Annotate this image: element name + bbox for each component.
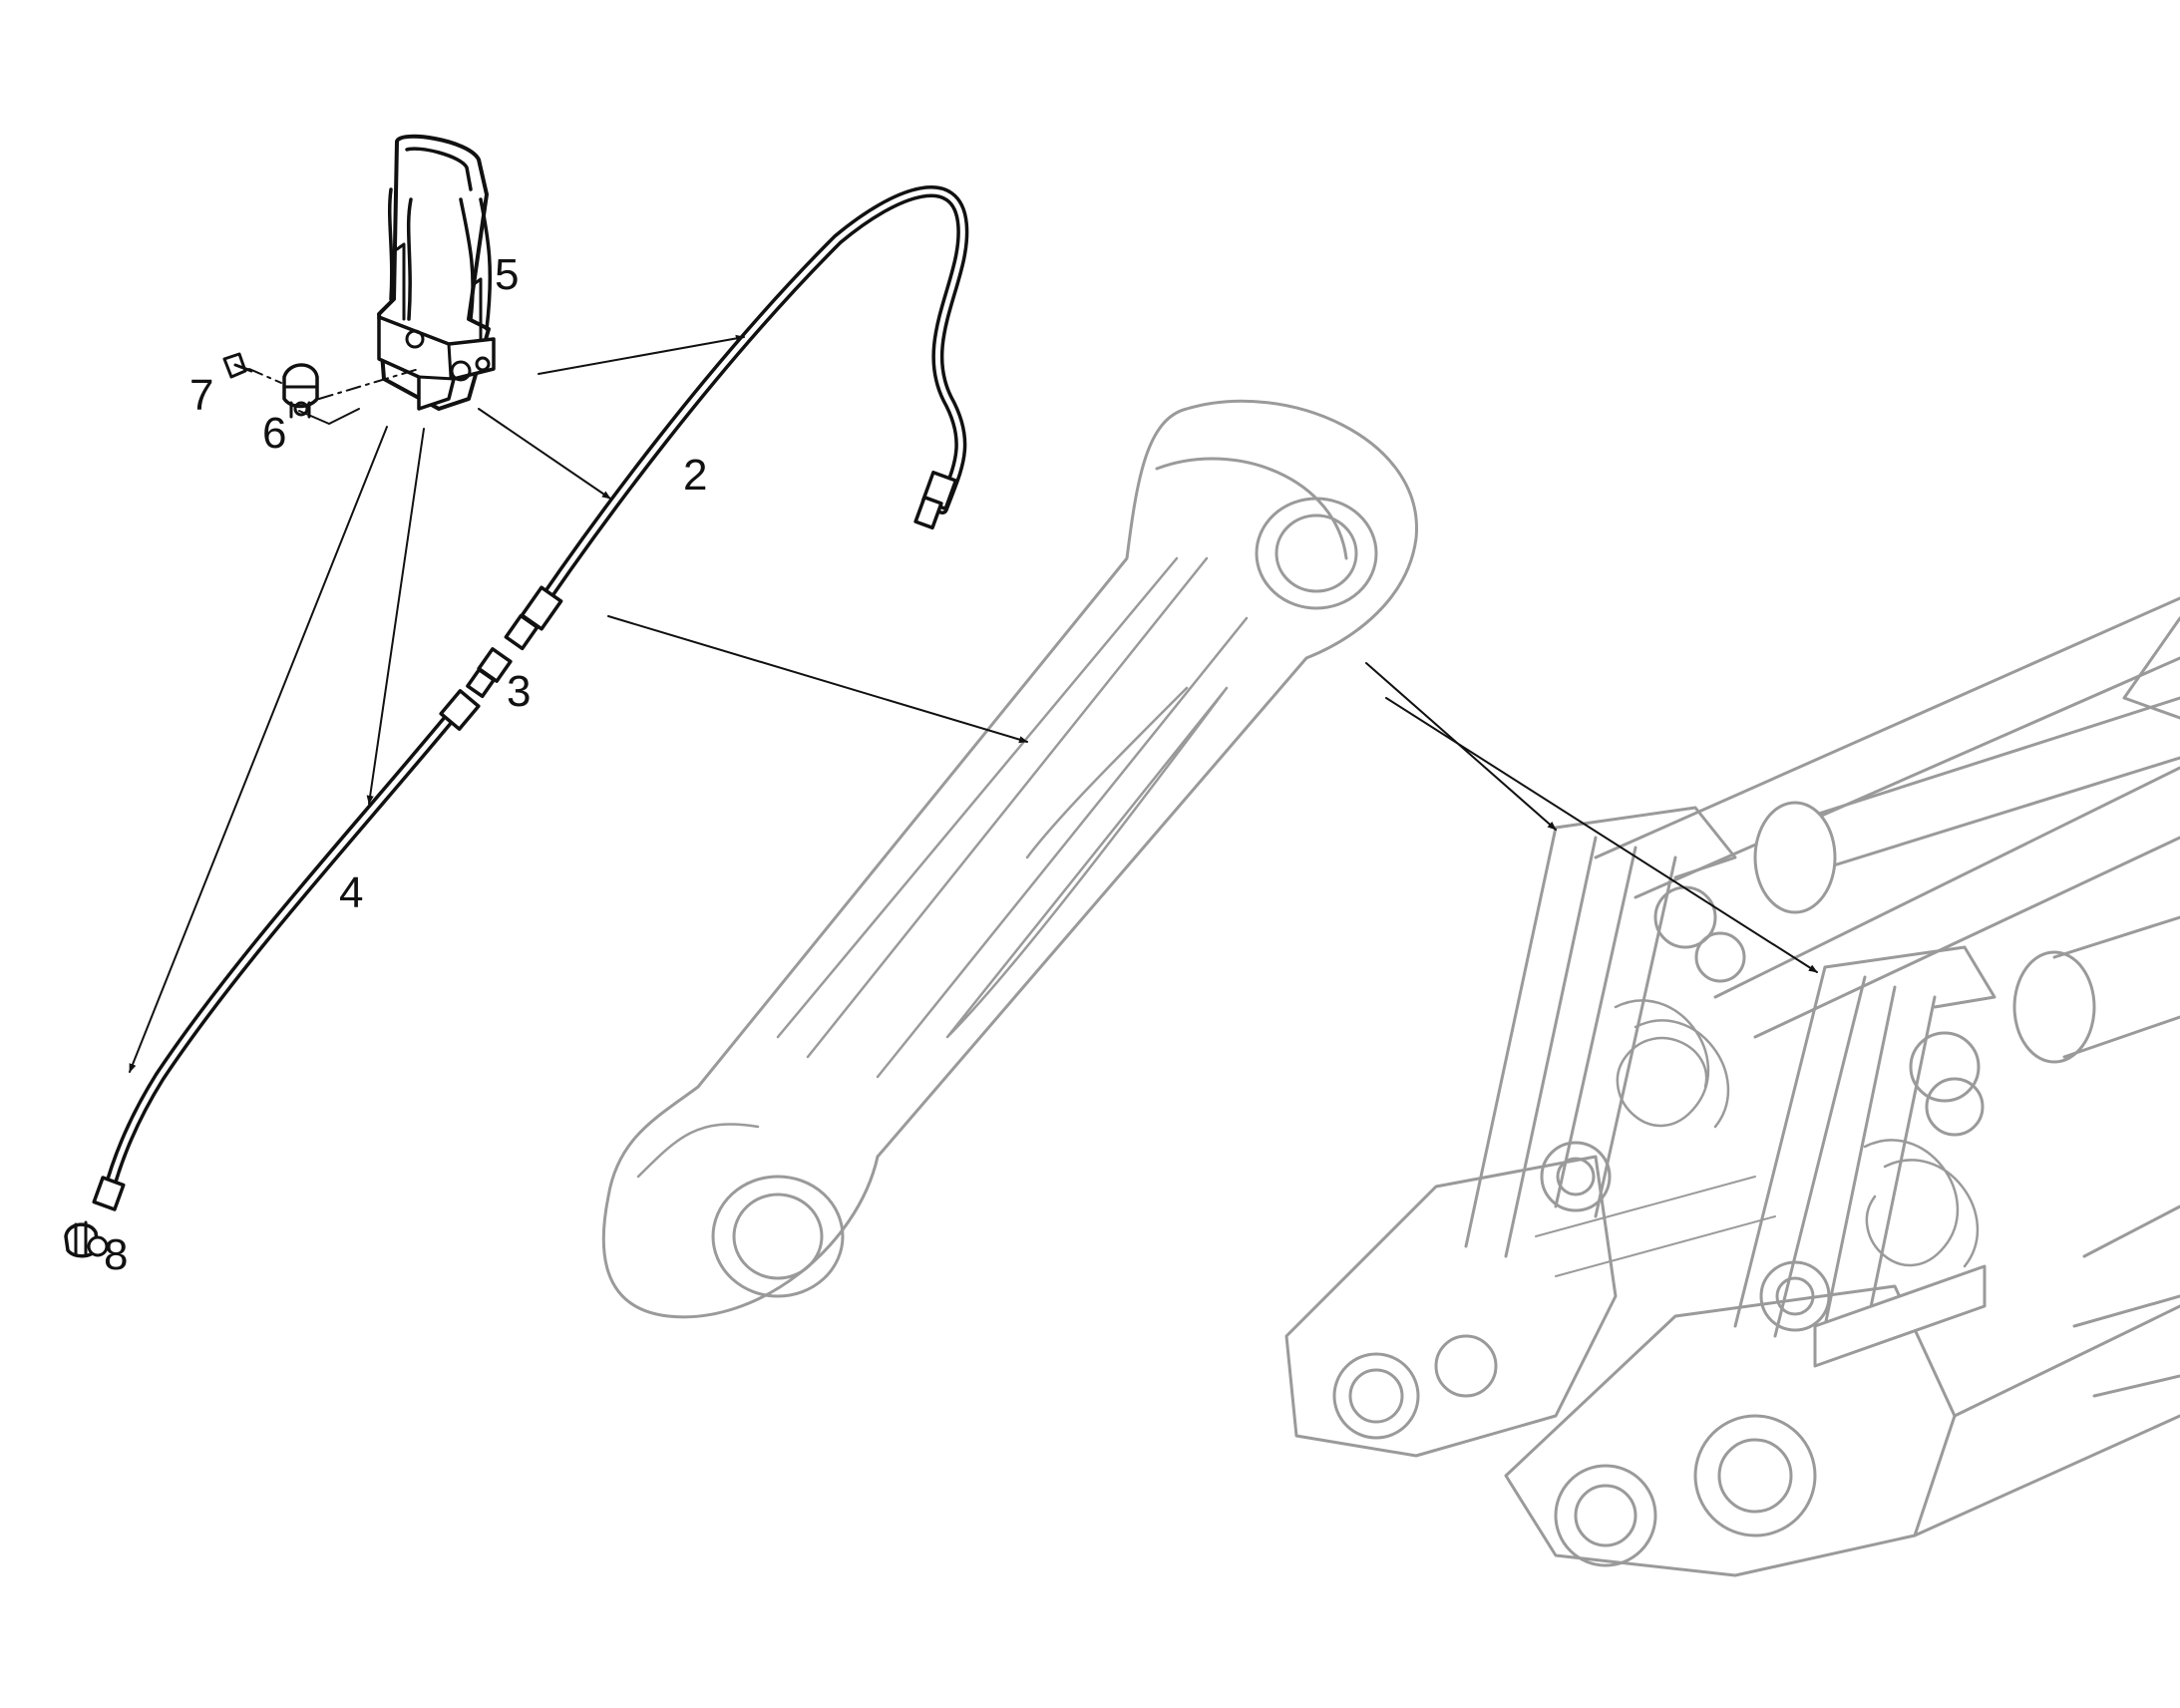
callout-7: 7 bbox=[189, 371, 213, 420]
callout-2: 2 bbox=[683, 451, 707, 500]
bracket-part-5 bbox=[377, 134, 496, 411]
screw-part-7 bbox=[222, 352, 253, 379]
callout-3: 3 bbox=[507, 667, 531, 716]
callout-5: 5 bbox=[495, 250, 519, 299]
plug-part-8 bbox=[64, 1220, 109, 1258]
loader-arm-assembly bbox=[1284, 596, 2180, 1577]
lift-link bbox=[601, 399, 1418, 1319]
leader-arrows bbox=[129, 334, 1818, 1073]
callout-4: 4 bbox=[339, 868, 363, 917]
callout-8: 8 bbox=[104, 1230, 128, 1279]
fitting-part-3 bbox=[466, 647, 513, 699]
tube-part-2 bbox=[504, 185, 969, 651]
clamp-part-6 bbox=[282, 363, 319, 419]
callout-6: 6 bbox=[262, 409, 286, 458]
tube-part-4 bbox=[92, 689, 481, 1211]
